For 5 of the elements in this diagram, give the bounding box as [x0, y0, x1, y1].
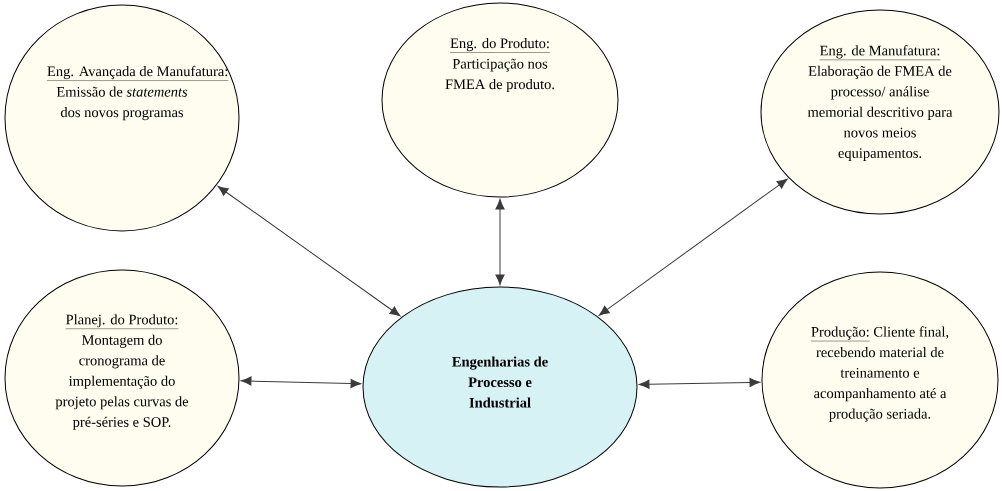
- double-arrow: [638, 377, 761, 389]
- double-arrow: [495, 198, 505, 286]
- double-arrow: [217, 185, 401, 317]
- double-arrow: [240, 376, 362, 389]
- double-arrow: [598, 178, 788, 316]
